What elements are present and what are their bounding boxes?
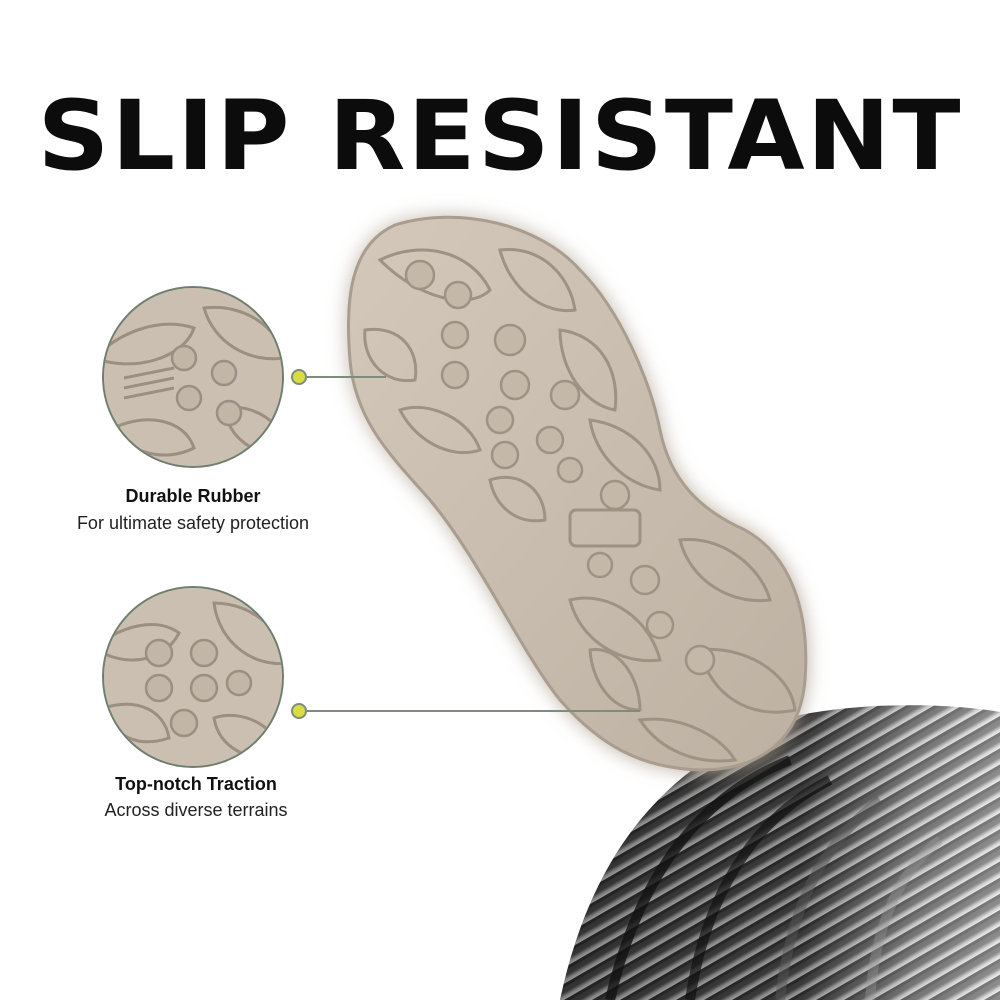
feature-title-durable-rubber: Durable Rubber <box>125 486 261 506</box>
connector-line-1 <box>304 376 386 378</box>
feature-title-traction: Top-notch Traction <box>115 774 277 794</box>
feature-subtitle-traction: Across diverse terrains <box>104 800 288 820</box>
connector-line-2 <box>304 710 640 712</box>
shoe-sole-image <box>347 215 808 772</box>
traction-closeup-image <box>102 586 284 768</box>
sole-closeup-image <box>102 286 284 468</box>
connector-dot-2 <box>291 703 307 719</box>
tire-image <box>560 705 1000 1000</box>
feature-subtitle-durable-rubber: For ultimate safety protection <box>76 513 310 533</box>
connector-dot-1 <box>291 369 307 385</box>
headline: SLIP RESISTANT <box>37 80 963 192</box>
